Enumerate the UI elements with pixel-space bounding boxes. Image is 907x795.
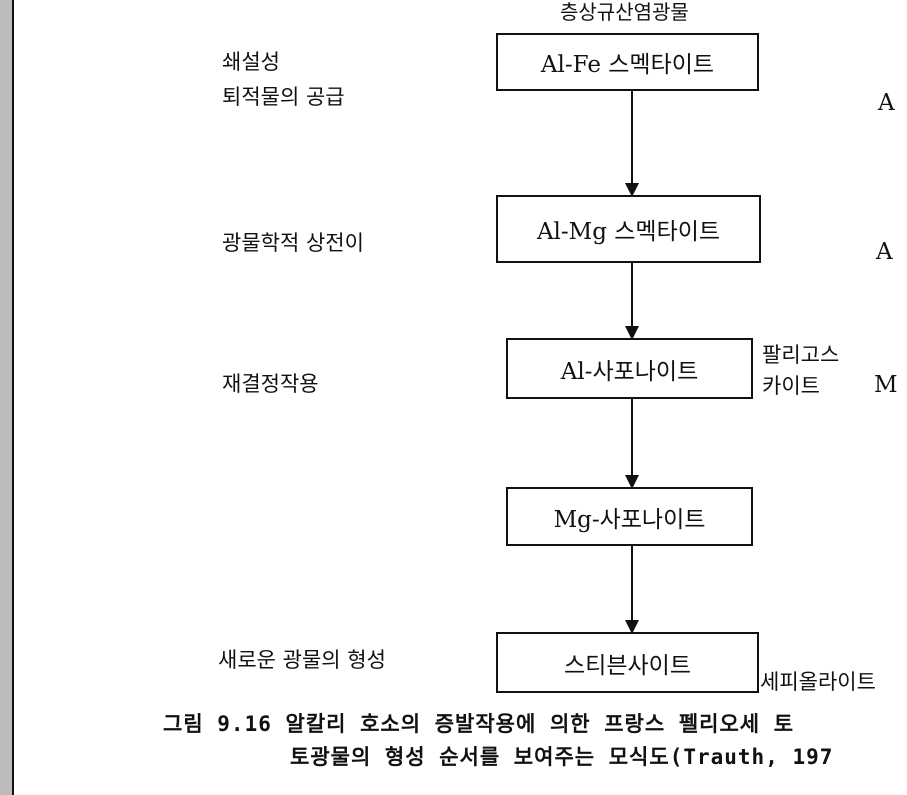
- label-palygorskite-2: 카이트: [762, 374, 820, 398]
- arrow-down: [625, 399, 639, 489]
- caption-line-2: 토광물의 형성 순서를 보여주는 모식도(Trauth, 197: [290, 745, 834, 769]
- label-transition: 광물학적 상전이: [222, 231, 364, 255]
- box-mg-saponite: Mg-사포나이트: [506, 487, 753, 546]
- box-al-fe-smectite: Al-Fe 스멕타이트: [496, 33, 759, 91]
- arrow-down: [625, 546, 639, 634]
- label-sepiolite: 세피올라이트: [760, 670, 876, 694]
- arrow-down: [625, 91, 639, 197]
- arrow-down: [625, 263, 639, 340]
- box-al-mg-smectite: Al-Mg 스멕타이트: [496, 195, 761, 263]
- right-label-m: M: [874, 372, 898, 398]
- box-al-saponite: Al-사포나이트: [506, 338, 753, 399]
- right-label-a2: A: [876, 239, 893, 265]
- right-label-a1: A: [878, 90, 895, 116]
- page-edge: [0, 0, 14, 795]
- top-label: 층상규산염광물: [560, 0, 689, 24]
- label-supply-1: 쇄설성: [222, 50, 280, 74]
- label-palygorskite-1: 팔리고스: [762, 343, 840, 367]
- box-stevensite: 스티븐사이트: [496, 632, 759, 693]
- label-supply-2: 퇴적물의 공급: [222, 85, 345, 109]
- caption-line-1: 그림 9.16 알칼리 호소의 증발작용에 의한 프랑스 펠리오세 토: [163, 712, 795, 736]
- label-recrystallization: 재결정작용: [222, 372, 319, 396]
- label-formation: 새로운 광물의 형성: [218, 648, 386, 672]
